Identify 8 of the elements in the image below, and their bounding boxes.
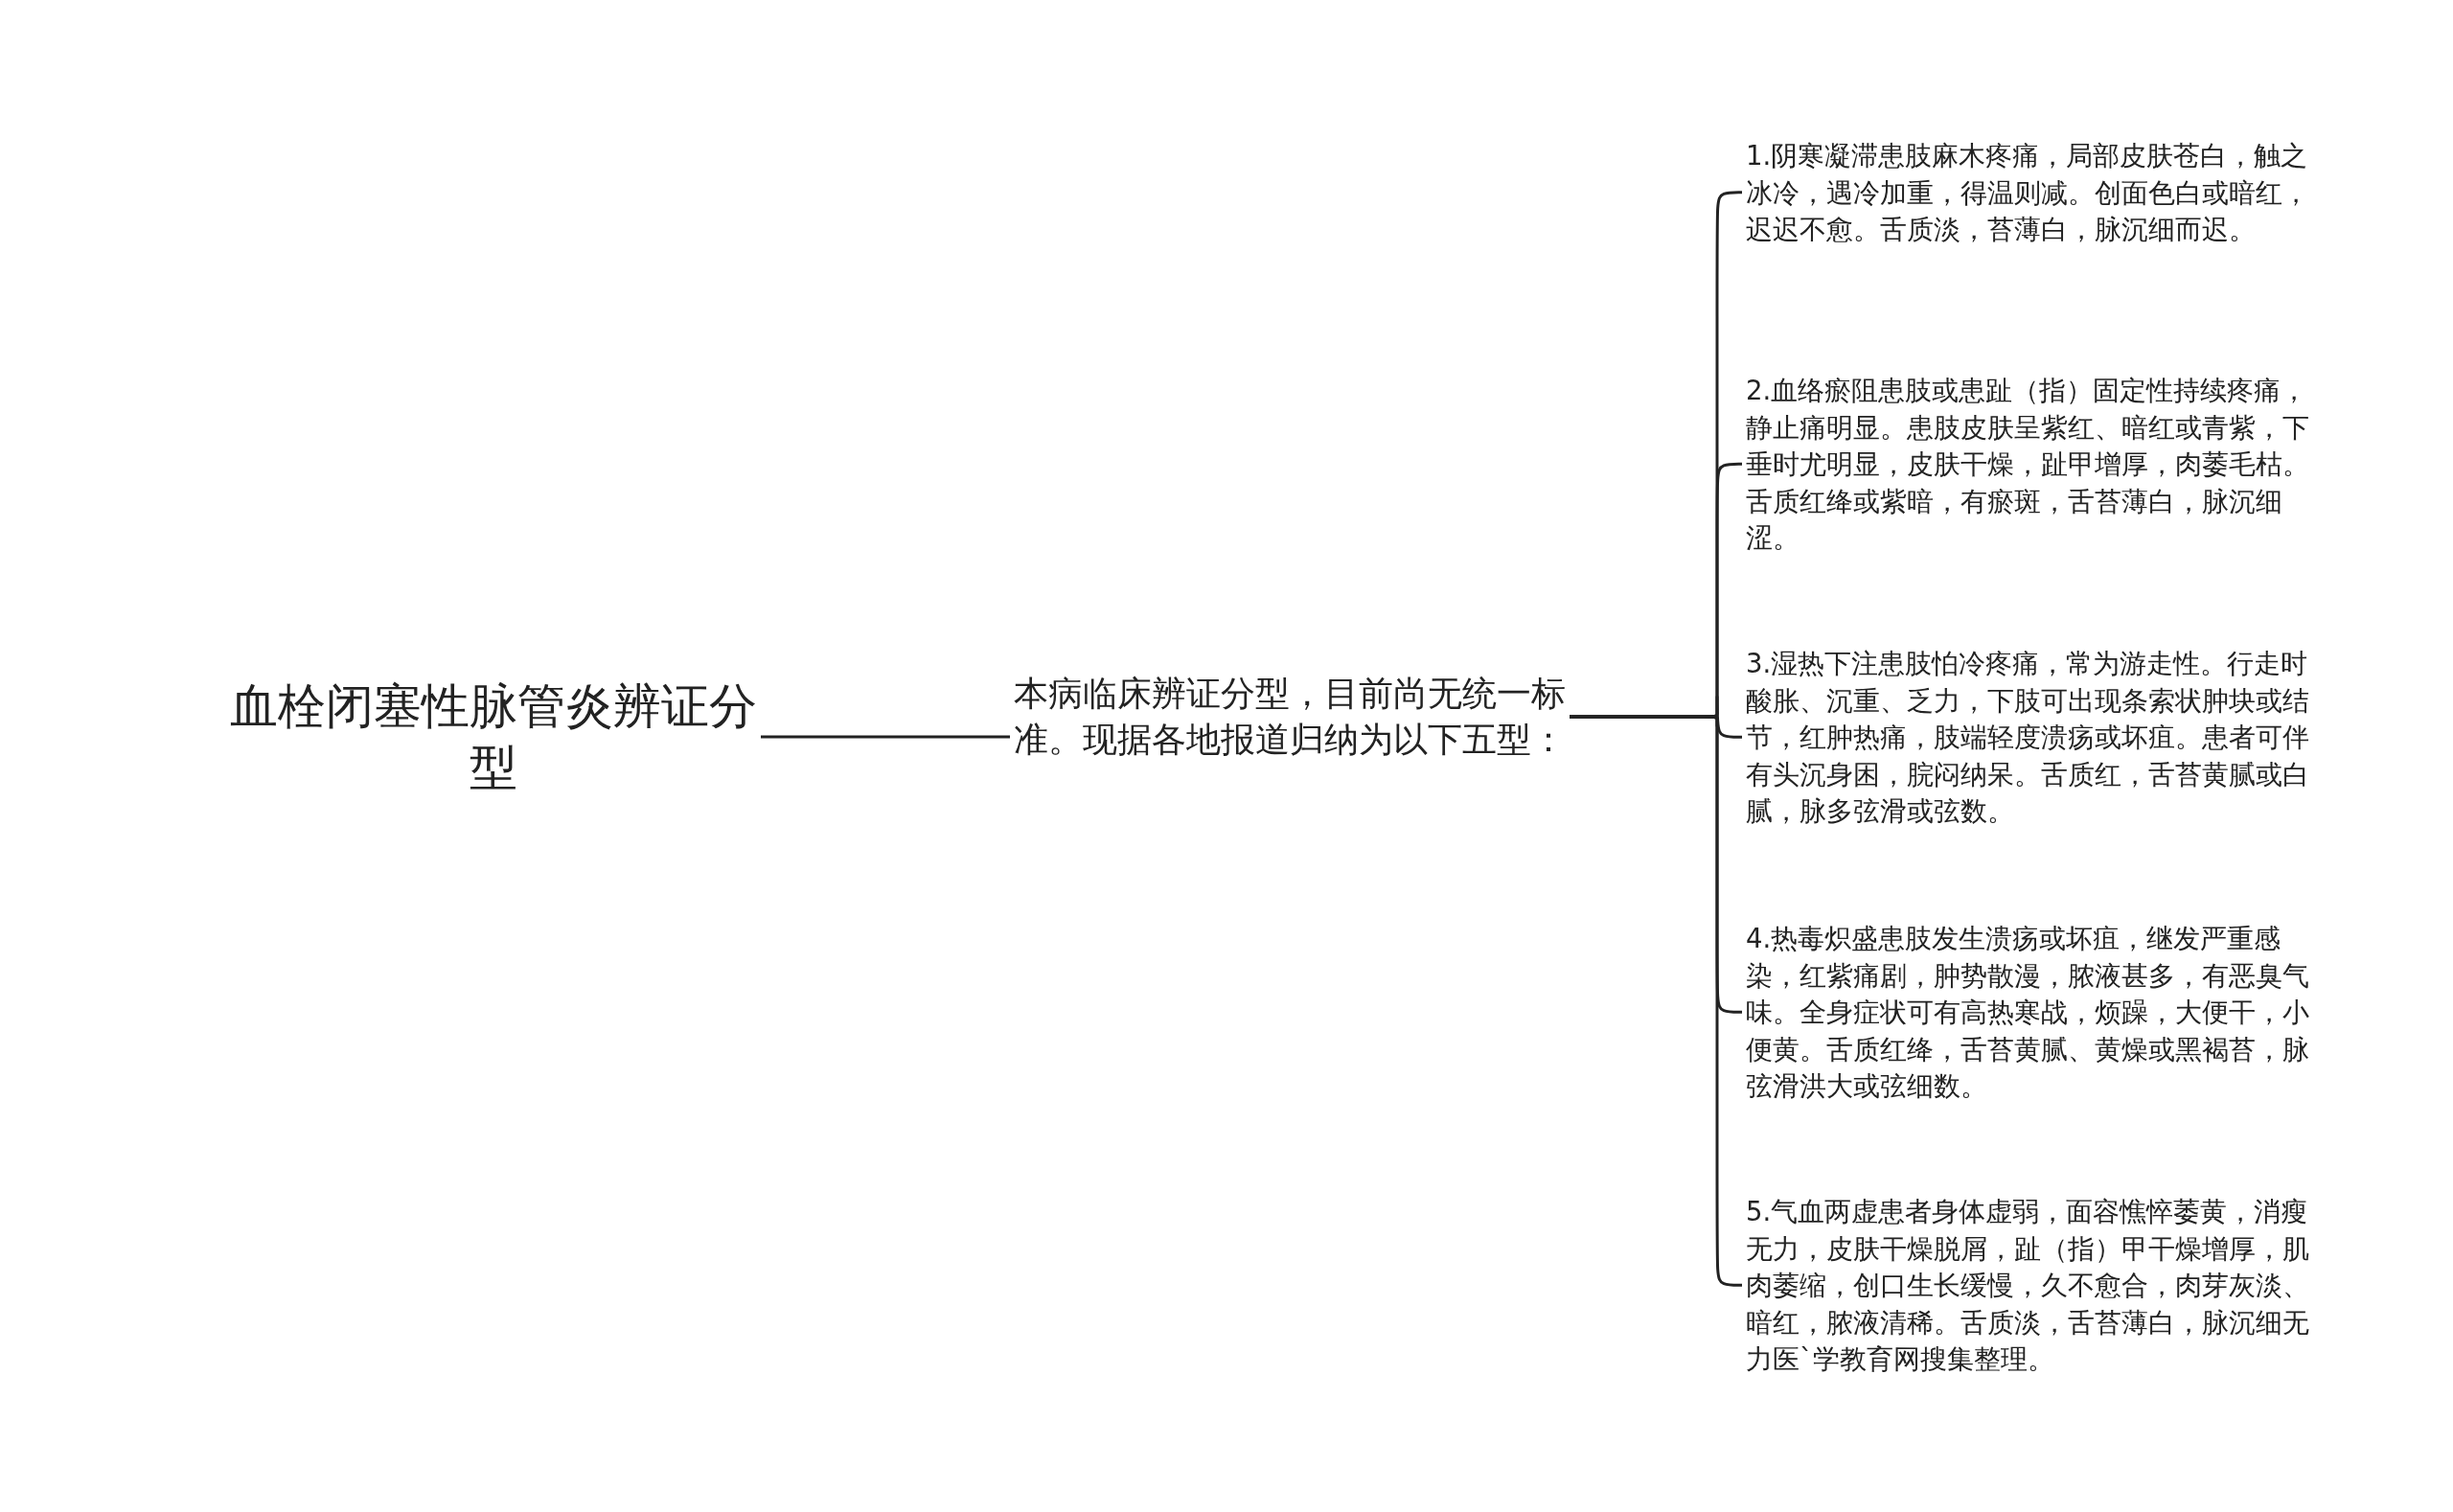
root-topic: 血栓闭塞性脉管炎辨证分型: [229, 677, 758, 797]
branch-text: 2.血络瘀阻患肢或患趾（指）固定性持续疼痛，静止痛明显。患肢皮肤呈紫红、暗红或青紫，下垂时尤明显，皮肤干燥，趾甲增厚，肉萎毛枯。舌质红绛或紫暗，有瘀斑，舌苔薄白，脉沉细涩。: [1746, 374, 2310, 555]
branch-text: 3.湿热下注患肢怕冷疼痛，常为游走性。行走时酸胀、沉重、乏力，下肢可出现条索状肿块或结节，红肿热痛，肢端轻度溃疡或坏疽。患者可伴有头沉身困，脘闷纳呆。舌质红，舌苔黄腻或白腻，脉多弦滑或弦数。: [1746, 647, 2310, 828]
branch-text: 4.热毒炽盛患肢发生溃疡或坏疽，继发严重感染，红紫痛剧，肿势散漫，脓液甚多，有恶臭气味。全身症状可有高热寒战，烦躁，大便干，小便黄。舌质红绛，舌苔黄腻、黄燥或黑褐苔，脉弦滑洪大或弦细数。: [1746, 922, 2310, 1103]
connector-line: [761, 735, 1010, 739]
branch-text: 1.阴寒凝滞患肢麻木疼痛，局部皮肤苍白，触之冰冷，遇冷加重，得温则减。创面色白或暗红，迟迟不愈。舌质淡，苔薄白，脉沉细而迟。: [1746, 139, 2310, 246]
branch-text: 5.气血两虚患者身体虚弱，面容憔悴萎黄，消瘦无力，皮肤干燥脱屑，趾（指）甲干燥增厚，肌肉萎缩，创口生长缓慢，久不愈合，肉芽灰淡、暗红，脓液清稀。舌质淡，舌苔薄白，脉沉细无力医`学教育网搜集整理。: [1746, 1195, 2310, 1376]
topic-text: 本病临床辨证分型，目前尚无统一标准。现据各地报道归纳为以下五型：: [1014, 673, 1567, 761]
